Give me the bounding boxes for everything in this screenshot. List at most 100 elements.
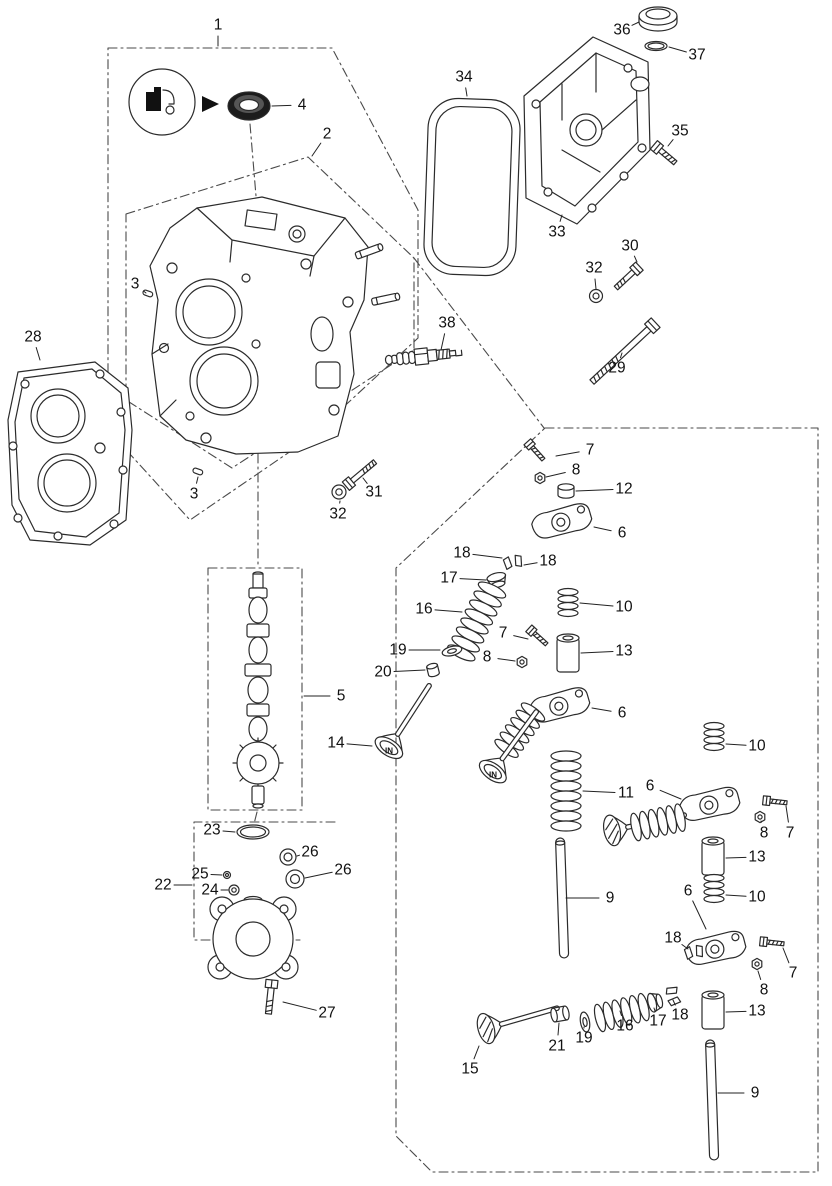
part-label-18: 18	[453, 545, 470, 562]
part-label-31: 31	[365, 484, 382, 501]
valve-spring-10-b	[703, 721, 725, 752]
adjust-screw-7-a	[523, 438, 548, 464]
valve-head-mark-in-1: IN	[385, 747, 393, 756]
part-label-6: 6	[618, 525, 627, 542]
part-label-13: 13	[748, 1003, 765, 1020]
leader-line-6	[591, 707, 612, 712]
leader-line-17	[653, 1007, 656, 1011]
leader-line-10	[725, 894, 747, 897]
bolt-30	[613, 261, 644, 291]
leader-line-3	[196, 476, 199, 484]
o-ring-23	[236, 824, 270, 840]
leader-line-25	[210, 874, 223, 876]
part-label-8: 8	[572, 462, 581, 479]
part-label-11: 11	[618, 785, 634, 802]
push-rod-9-b	[704, 1039, 720, 1161]
rocker-arm-6-d	[683, 929, 748, 967]
leader-line-28	[35, 347, 41, 361]
valve-spring-10-c	[703, 873, 725, 904]
part-label-9: 9	[606, 890, 615, 907]
stem-seal-20	[426, 662, 440, 678]
leader-line-18	[672, 999, 676, 1006]
leader-line-13	[725, 1010, 747, 1013]
leader-line-27	[282, 1001, 317, 1011]
bolt-35	[649, 140, 678, 166]
part-label-35: 35	[671, 123, 688, 140]
part-label-7: 7	[586, 442, 595, 459]
part-label-3: 3	[190, 486, 199, 503]
spark-plug-38	[384, 347, 463, 366]
boundary-box-1	[107, 47, 419, 521]
part-label-32: 32	[585, 260, 602, 277]
part-label-10: 10	[615, 599, 633, 616]
part-label-25: 25	[191, 866, 208, 883]
leader-line-8	[757, 970, 762, 980]
part-label-24: 24	[201, 882, 219, 899]
part-label-1: 1	[214, 17, 223, 34]
part-label-28: 28	[24, 329, 41, 346]
part-label-10: 10	[748, 889, 766, 906]
oil-filler-cap-36	[638, 6, 678, 32]
cylinder-block-2	[149, 196, 401, 455]
pointer-arrow-icon	[202, 96, 219, 112]
oil-pump-22	[207, 895, 299, 980]
valve-cap-12	[557, 483, 575, 499]
part-label-8: 8	[760, 982, 769, 999]
pivot-nut-8-c	[754, 810, 766, 824]
part-label-38: 38	[438, 315, 455, 332]
part-label-21: 21	[548, 1038, 565, 1055]
dowel-pin-3-lower	[192, 467, 204, 476]
boundary-box-2	[125, 156, 415, 469]
cylinder-head-cover-33	[523, 36, 651, 225]
part-label-16: 16	[415, 601, 432, 618]
leader-line-18	[681, 944, 689, 950]
leader-line-4	[271, 104, 292, 107]
part-label-4: 4	[298, 97, 307, 114]
part-label-19: 19	[389, 642, 406, 659]
head-gasket-28	[7, 361, 133, 546]
o-ring-37	[644, 40, 668, 52]
leader-line-18	[523, 562, 538, 566]
part-label-19: 19	[575, 1030, 592, 1047]
boundary-box-5	[207, 567, 303, 811]
part-label-18: 18	[671, 1007, 688, 1024]
leader-line-12	[575, 489, 614, 492]
part-label-7: 7	[786, 825, 795, 842]
leader-line-7	[555, 451, 580, 457]
pivot-nut-8-b	[516, 655, 528, 669]
part-label-8: 8	[483, 649, 492, 666]
leader-line-16	[434, 609, 463, 613]
pivot-13-c	[701, 990, 725, 1030]
leader-line-7	[782, 947, 790, 964]
part-label-37: 37	[688, 47, 705, 64]
valve-spring-10-a	[557, 587, 579, 618]
leader-line-32	[594, 278, 597, 290]
pivot-13-b	[701, 836, 725, 876]
valve-spring-11	[550, 750, 582, 832]
part-label-6: 6	[618, 705, 627, 722]
leader-line-36	[631, 21, 640, 26]
part-label-2: 2	[323, 126, 332, 143]
intake-valve-14	[370, 674, 444, 764]
leader-line-26	[296, 854, 300, 857]
part-label-12: 12	[615, 481, 632, 498]
part-label-9: 9	[751, 1085, 760, 1102]
washer-24	[228, 884, 240, 896]
axis-seal-to-block	[249, 123, 258, 209]
bolt-29	[589, 317, 661, 385]
valve-keepers-18-d	[664, 985, 682, 1007]
leader-line-26	[304, 871, 333, 879]
part-label-20: 20	[374, 664, 392, 681]
tappet-21	[550, 1005, 570, 1023]
part-label-13: 13	[615, 643, 632, 660]
part-label-26: 26	[301, 844, 318, 861]
leader-lines	[35, 21, 790, 1094]
axis-camshaft-to-pump	[253, 811, 258, 825]
leader-line-33	[559, 214, 563, 222]
leader-line-13	[725, 856, 747, 859]
part-label-13: 13	[748, 849, 765, 866]
pivot-13-a	[556, 633, 580, 673]
leader-line-23	[222, 830, 236, 833]
leader-line-18	[472, 553, 503, 559]
